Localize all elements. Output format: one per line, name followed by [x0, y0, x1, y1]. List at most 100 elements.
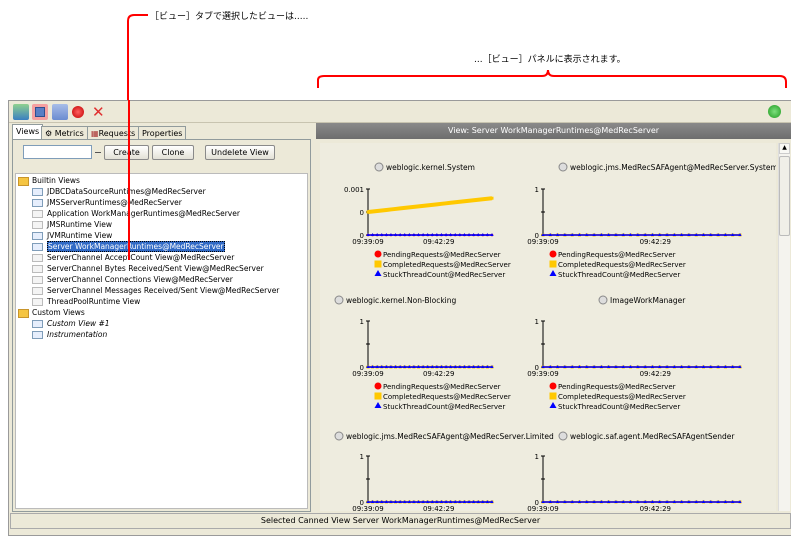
view-name-input[interactable]	[23, 145, 92, 159]
y-tick-label: 0	[535, 499, 539, 507]
data-point	[723, 365, 728, 368]
tree-folder-builtin[interactable]: Builtin Views	[18, 176, 80, 186]
clone-button[interactable]: Clone	[152, 145, 194, 160]
callout-line	[128, 100, 130, 260]
tree-item-label: ThreadPoolRuntime View	[47, 297, 141, 306]
data-point	[375, 233, 379, 236]
tree-item-view[interactable]: JMSRuntime View	[32, 220, 112, 230]
tree-item-view[interactable]: Server WorkManagerRuntimes@MedRecServer	[32, 241, 225, 252]
data-point	[485, 365, 490, 368]
data-point	[592, 233, 596, 236]
legend-label: CompletedRequests@MedRecServer	[383, 261, 511, 269]
save-icon[interactable]	[35, 107, 45, 117]
data-point	[403, 500, 407, 503]
delete-view-icon[interactable]	[52, 104, 68, 120]
x-tick-label: 09:39:09	[527, 238, 558, 246]
data-point	[738, 233, 742, 236]
data-point	[570, 233, 574, 236]
data-point	[563, 233, 567, 236]
tree-item-view[interactable]: ServerChannel AcceptCount View@MedRecSer…	[32, 253, 234, 263]
tree-item-view[interactable]: JVMRuntime View	[32, 231, 112, 241]
legend-label: PendingRequests@MedRecServer	[383, 251, 501, 259]
scroll-thumb[interactable]	[779, 156, 790, 236]
data-point	[607, 365, 611, 368]
data-point	[621, 365, 625, 368]
data-point	[412, 205, 416, 209]
tree-item-view[interactable]: JMSServerRuntimes@MedRecServer	[32, 198, 182, 208]
import-icon[interactable]	[13, 104, 29, 120]
y-tick-label: 0	[360, 364, 364, 372]
x-tick-label: 09:42:29	[423, 370, 454, 378]
data-point	[421, 365, 425, 368]
tree-item-label: JMSServerRuntimes@MedRecServer	[47, 198, 182, 207]
x-tick-label: 09:42:29	[423, 238, 454, 246]
data-point	[375, 209, 379, 213]
y-tick-label: 0	[535, 364, 539, 372]
tree-item-label: JDBCDataSourceRuntimes@MedRecServer	[47, 187, 206, 196]
data-point	[570, 365, 574, 368]
data-point	[426, 365, 430, 368]
y-tick-label: 0	[360, 232, 364, 240]
x-tick-label: 09:39:09	[527, 370, 558, 378]
tree-item-view[interactable]: ServerChannel Messages Received/Sent Vie…	[32, 286, 279, 296]
x-tick-label: 09:39:09	[352, 370, 383, 378]
tab-metrics[interactable]: ⚙ Metrics	[41, 126, 88, 140]
data-point	[462, 199, 466, 203]
scroll-up-button[interactable]: ▲	[779, 143, 790, 154]
data-point	[412, 500, 416, 503]
vertical-scrollbar[interactable]: ▲	[778, 143, 790, 511]
undelete-view-button[interactable]: Undelete View	[205, 145, 275, 160]
data-point	[548, 365, 552, 368]
chart-view-icon	[32, 331, 43, 339]
data-point	[435, 365, 439, 368]
data-point	[462, 365, 467, 368]
tab-requests[interactable]: ▦Requests	[87, 126, 140, 140]
data-point	[449, 233, 453, 236]
data-point	[407, 500, 411, 503]
data-point	[467, 199, 471, 203]
tree-item-label: Application WorkManagerRuntimes@MedRecSe…	[47, 209, 240, 218]
tab-properties[interactable]: Properties	[138, 126, 187, 140]
x-tick-label: 09:42:29	[640, 238, 671, 246]
data-point	[421, 233, 425, 236]
data-point	[481, 197, 485, 201]
tree-item-view[interactable]: ServerChannel Connections View@MedRecSer…	[32, 275, 233, 285]
data-point	[485, 500, 490, 503]
close-icon[interactable]: ✕	[92, 103, 105, 121]
tree-item-view[interactable]: Application WorkManagerRuntimes@MedRecSe…	[32, 209, 240, 219]
chart-title: weblogic.kernel.System	[386, 163, 475, 172]
tree-item-custom-view[interactable]: Custom View #1	[32, 319, 110, 329]
data-point	[476, 365, 480, 368]
data-point	[687, 233, 691, 236]
data-point	[738, 500, 742, 503]
gear-icon	[334, 295, 344, 305]
data-point	[366, 500, 370, 503]
data-point	[490, 233, 494, 236]
tree-item-view[interactable]: ServerChannel Bytes Received/Sent View@M…	[32, 264, 264, 274]
data-point	[636, 365, 640, 368]
data-point	[393, 500, 398, 503]
legend-label: StuckThreadCount@MedRecServer	[558, 271, 680, 279]
legend-label: CompletedRequests@MedRecServer	[558, 393, 686, 401]
data-point	[672, 500, 676, 503]
data-point	[439, 500, 444, 503]
data-point	[435, 500, 439, 503]
gear-icon	[334, 431, 344, 441]
chart-view-icon	[32, 254, 43, 262]
data-point	[585, 233, 589, 236]
tree-item-view[interactable]: ThreadPoolRuntime View	[32, 297, 140, 307]
create-button[interactable]: Create	[104, 145, 149, 160]
data-point	[444, 201, 448, 205]
data-point	[439, 233, 444, 236]
tree-folder-custom[interactable]: Custom Views	[18, 308, 85, 318]
legend-label: PendingRequests@MedRecServer	[558, 251, 676, 259]
legend-marker	[374, 270, 382, 276]
legend-marker	[549, 382, 557, 390]
tree-item-view[interactable]: JDBCDataSourceRuntimes@MedRecServer	[32, 187, 206, 197]
data-point	[701, 500, 706, 503]
tree-item-custom-view[interactable]: Instrumentation	[32, 330, 107, 340]
legend-marker	[549, 402, 557, 408]
data-point	[380, 365, 384, 368]
record-icon[interactable]	[72, 106, 84, 118]
